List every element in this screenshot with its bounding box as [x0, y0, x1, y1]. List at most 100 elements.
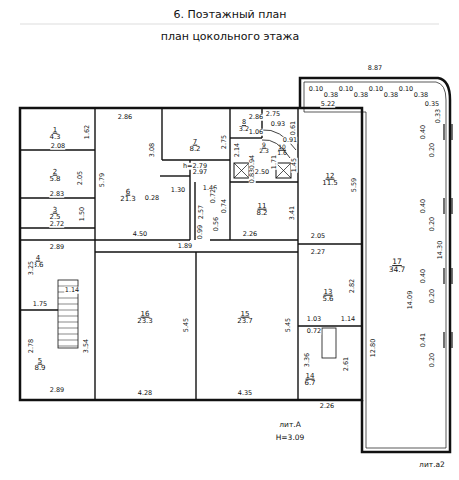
- dimension: 5.79: [99, 172, 106, 187]
- dimension: 14.09: [407, 290, 414, 310]
- room-label: 32.5: [49, 207, 60, 222]
- room-number: 14: [304, 373, 315, 380]
- dimension: 0.35: [424, 101, 439, 108]
- room-number: 1: [49, 127, 60, 134]
- dimension: 0.38: [383, 92, 398, 99]
- dimension: 1.06: [248, 129, 263, 136]
- dimension: 0.28: [144, 195, 159, 202]
- dimension: 1.14: [340, 316, 355, 323]
- room-area: 5.6: [322, 296, 333, 303]
- dimension: 14.30: [437, 240, 444, 260]
- dimension: 0.10: [368, 86, 383, 93]
- room-area: 2.3: [259, 148, 269, 154]
- dimension: 1.03: [306, 316, 321, 323]
- room: 1623.3: [97, 254, 194, 398]
- dimension: 2.97: [192, 169, 207, 176]
- dimension: 2.61: [343, 356, 350, 371]
- dimension: H=3.09: [275, 434, 305, 442]
- dimension: 1.50: [79, 206, 86, 221]
- room-number: 2: [49, 169, 60, 176]
- room-area: 8.2: [256, 210, 267, 217]
- dimension: лит.А: [279, 421, 302, 429]
- dimension: 1.75: [32, 301, 47, 308]
- room-label: 25.8: [49, 169, 60, 184]
- room-label: 1523.7: [237, 311, 253, 326]
- dimension: 2.78: [28, 338, 35, 353]
- annex-inner-wall: [304, 82, 446, 448]
- room-area: 23.3: [137, 318, 153, 325]
- dimension: 0.10: [308, 86, 323, 93]
- dimension: 2.26: [242, 231, 257, 238]
- room-area: 11.5: [322, 180, 338, 187]
- room-label: 1211.5: [322, 173, 338, 188]
- dimension: 2.14: [234, 142, 241, 157]
- dimension: 1.89: [177, 243, 192, 250]
- room-label: 1734.7: [389, 258, 406, 274]
- room-number: 13: [322, 289, 333, 296]
- dimension: 2.26: [319, 403, 334, 410]
- dimension: 0.72: [306, 328, 321, 335]
- room-label: 92.3: [259, 142, 269, 155]
- room-label: 14.3: [49, 127, 60, 142]
- dimension: 2.89: [49, 244, 64, 251]
- dimension: 0.10: [398, 86, 413, 93]
- dimension: 2.05: [310, 233, 325, 240]
- dimension: 3.36: [304, 352, 311, 367]
- dimension: 12.80: [370, 338, 377, 358]
- dimension: 2.83: [49, 191, 64, 198]
- dimension: 4.35: [237, 390, 252, 397]
- room-area: 23.7: [237, 318, 253, 325]
- dimension: 2.27: [310, 249, 325, 256]
- dimension: 5.59: [351, 177, 358, 192]
- dimension: 0.99: [197, 224, 204, 239]
- dimension: 0.20: [429, 216, 436, 231]
- room-label: 58.9: [34, 358, 45, 373]
- dimension: 5.45: [285, 317, 292, 332]
- dimension: 2.75: [221, 134, 228, 149]
- outer-wall: [20, 108, 362, 400]
- dimension: 4.50: [132, 231, 147, 238]
- dimension: 0.38: [353, 92, 368, 99]
- room-label: 101.6: [277, 144, 287, 157]
- dimension: 1.62: [84, 124, 91, 139]
- room-label: 146.7: [304, 373, 315, 388]
- dimension: 0.61: [290, 120, 297, 135]
- room-label: 78.2: [189, 139, 200, 154]
- windows: [444, 124, 452, 348]
- room-label: 118.2: [256, 203, 267, 218]
- room-number: 17: [389, 258, 406, 266]
- dimension: 1.71: [271, 154, 278, 169]
- room: 58.9: [25, 312, 93, 398]
- dimension: 2.89: [49, 387, 64, 394]
- room-number: 5: [34, 358, 45, 365]
- plan-title: 6. Поэтажный план: [174, 8, 287, 21]
- room: 1523.7: [198, 254, 296, 398]
- dimension: 2.82: [349, 278, 356, 293]
- dimension: 2.72: [49, 221, 64, 228]
- room-area: 5.8: [49, 176, 60, 183]
- dimension: 2.57: [198, 204, 205, 219]
- dimension: 0.20: [429, 288, 436, 303]
- dimension: 0.41: [420, 332, 427, 347]
- dimension: 5.45: [183, 317, 190, 332]
- dimension: 0.74: [221, 198, 228, 213]
- dimension: 0.38: [413, 92, 428, 99]
- dimension: 2.75: [265, 111, 280, 118]
- dimension: 0.93: [270, 121, 285, 128]
- dimension: 0.91: [282, 137, 297, 144]
- dimension: 3.25: [28, 260, 35, 275]
- room-number: 15: [237, 311, 253, 318]
- room-label: 135.6: [322, 289, 333, 304]
- room-area: 8.9: [34, 365, 45, 372]
- dimension: 3.54: [83, 338, 90, 353]
- dimension: 0.20: [429, 352, 436, 367]
- room-label: 621.3: [120, 189, 136, 204]
- room: 1211.5: [300, 110, 360, 242]
- dimension: 1.45: [291, 157, 298, 172]
- room-area: 34.7: [389, 266, 406, 274]
- dimension: 0.20: [429, 142, 436, 157]
- dimension: 5.22: [320, 101, 335, 108]
- inner-walls: [20, 108, 362, 400]
- room-label: 1623.3: [137, 311, 153, 326]
- dimension: 0.38: [323, 92, 338, 99]
